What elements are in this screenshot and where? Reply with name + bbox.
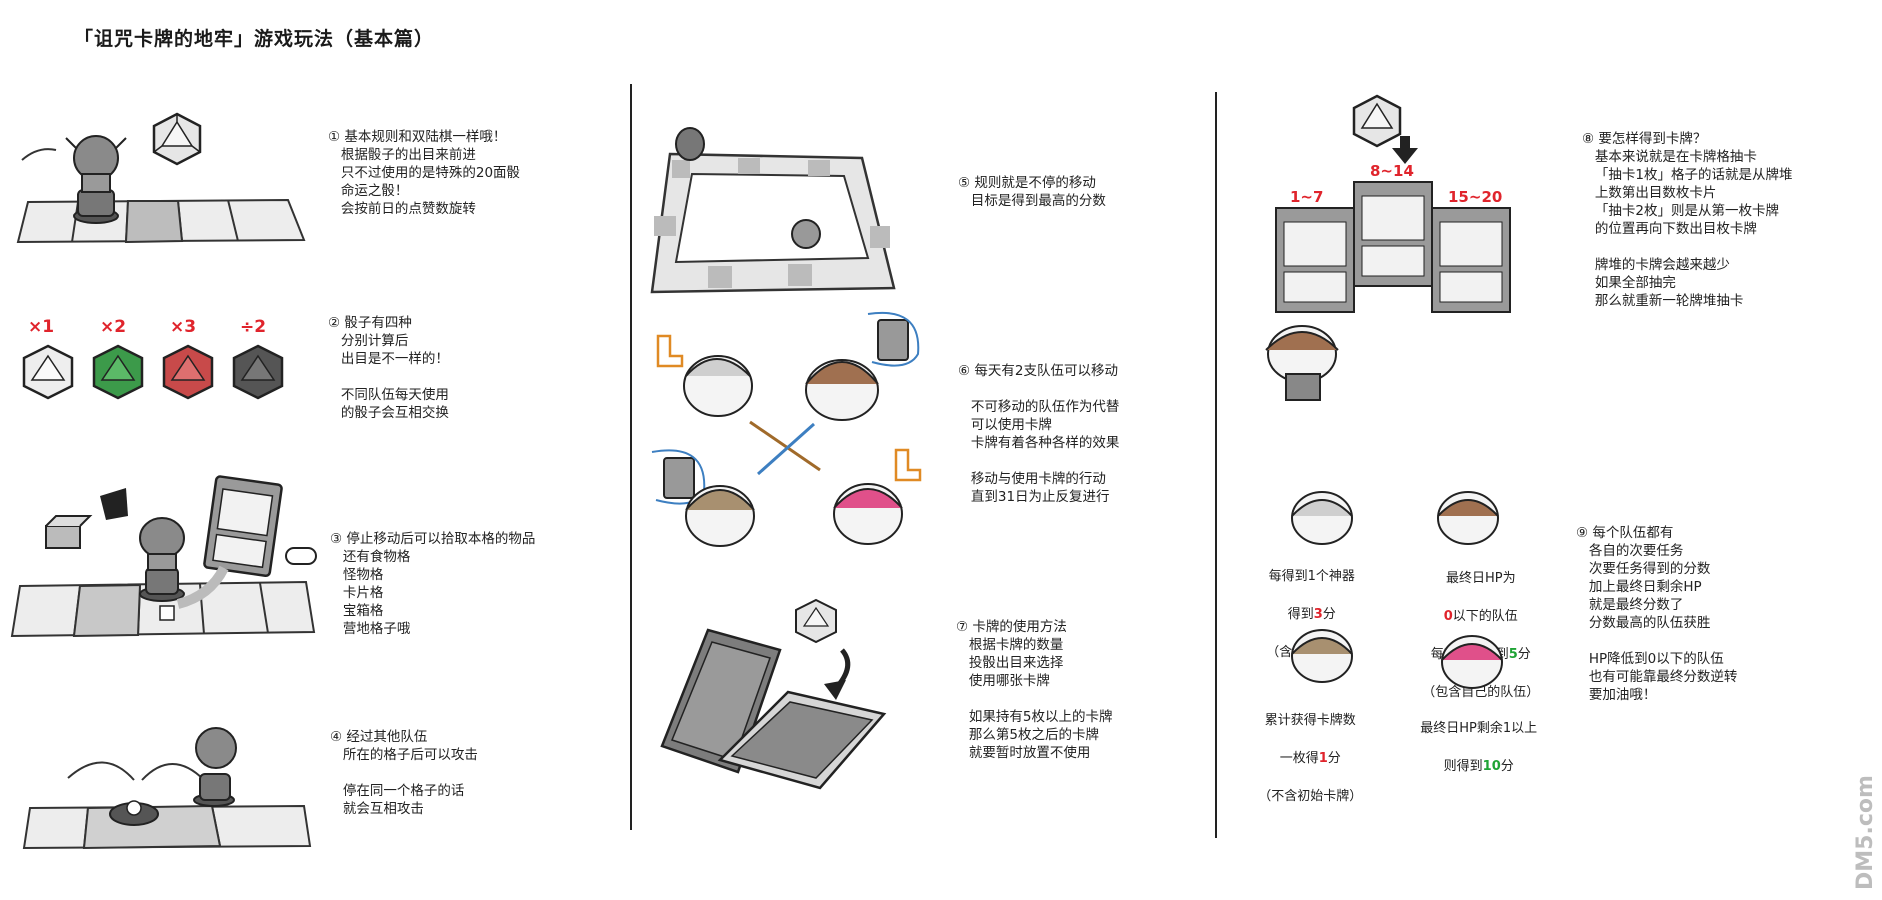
d20-die-icon (152, 112, 202, 166)
score-rule-c: 累计获得卡牌数 一枚得1分 （不含初始卡牌） (1258, 713, 1363, 804)
character-reading-card-illustration (1265, 325, 1339, 401)
dice-multiplier-label: ×1 (28, 317, 55, 337)
game-board-illustration (650, 127, 896, 294)
card-swap-icon (867, 311, 920, 367)
red-die-icon (162, 344, 214, 400)
rule-step-5: ⑤ 规则就是不停的移动 目标是得到最高的分数 (958, 175, 1106, 209)
rule-step-6: ⑥ 每天有2支队伍可以移动 不可移动的队伍作为代替 可以使用卡牌 卡牌有着各种各… (958, 363, 1120, 505)
card-icon-highlighted (1353, 181, 1433, 287)
green-die-icon (92, 344, 144, 400)
page-title: 「诅咒卡牌的地牢」游戏玩法（基本篇） (74, 28, 435, 50)
item-pickup-illustration (10, 475, 317, 638)
boot-icon-2 (894, 448, 922, 482)
team-swap-illustration (651, 311, 922, 547)
card-range-label: 15~20 (1448, 188, 1503, 206)
card-icon-right (1431, 207, 1511, 313)
character-brown-hair-avatar (1437, 491, 1499, 545)
d20-die-icon-3 (1352, 94, 1402, 148)
column-divider-1 (630, 84, 632, 830)
boot-icon (656, 334, 684, 368)
card-icon (1275, 207, 1355, 313)
dice-multiplier-label: ÷2 (240, 317, 267, 337)
card-item-icon (203, 475, 283, 578)
four-dice-icons (22, 344, 284, 400)
skull-token-icon (109, 800, 159, 826)
d20-die-icon-2 (795, 598, 837, 644)
site-watermark-logo: DM5.com (1852, 742, 1878, 892)
character-silver-hair-avatar (1291, 491, 1353, 545)
arrow-down-icon (1392, 136, 1418, 164)
rule-step-2: ② 骰子有四种 分别计算后 出目是不一样的！ 不同队伍每天使用 的骰子会互相交换 (328, 315, 449, 421)
rule-step-1: ① 基本规则和双陆棋一样哦！ 根据骰子的出目来前进 只不过使用的是特殊的20面骰… (328, 129, 521, 217)
card-swap-icon-2 (651, 449, 706, 505)
column-divider-2 (1215, 92, 1217, 838)
three-cards-illustration (1275, 181, 1511, 313)
rule-step-3: ③ 停止移动后可以拾取本格的物品 还有食物格 怪物格 卡片格 宝箱格 营地格子哦 (330, 531, 536, 637)
rule-step-7: ⑦ 卡牌的使用方法 根据卡牌的数量 投骰出目来选择 使用哪张卡牌 如果持有5枚以… (956, 619, 1113, 761)
rule-step-8: ⑧ 要怎样得到卡牌？ 基本来说就是在卡牌格抽卡 「抽卡1枚」格子的话就是从牌堆 … (1582, 131, 1793, 309)
card-deck-illustration (660, 598, 887, 790)
card-range-label: 8~14 (1370, 162, 1414, 180)
white-die-icon (22, 344, 74, 400)
dice-multiplier-label: ×3 (170, 317, 197, 337)
treasure-chest-icon (45, 515, 93, 549)
board-statue-illustration (16, 135, 306, 244)
meat-food-icon (285, 547, 317, 565)
attack-illustration (22, 727, 312, 850)
monster-icon (100, 488, 128, 520)
score-rule-d: 最终日HP剩余1以上 则得到10分 (1420, 721, 1538, 774)
rule-step-9: ⑨ 每个队伍都有 各自的次要任务 次要任务得到的分数 加上最终日剩余HP 就是最… (1576, 525, 1738, 703)
black-die-icon (232, 344, 284, 400)
dice-multiplier-label: ×2 (100, 317, 127, 337)
card-range-label: 1~7 (1290, 188, 1324, 206)
svg-text:DM5.com: DM5.com (1853, 775, 1878, 890)
character-tan-hair-avatar (1291, 629, 1353, 683)
character-pink-hair-avatar (1441, 635, 1503, 689)
rule-step-4: ④ 经过其他队伍 所在的格子后可以攻击 停在同一个格子的话 就会互相攻击 (330, 729, 478, 817)
